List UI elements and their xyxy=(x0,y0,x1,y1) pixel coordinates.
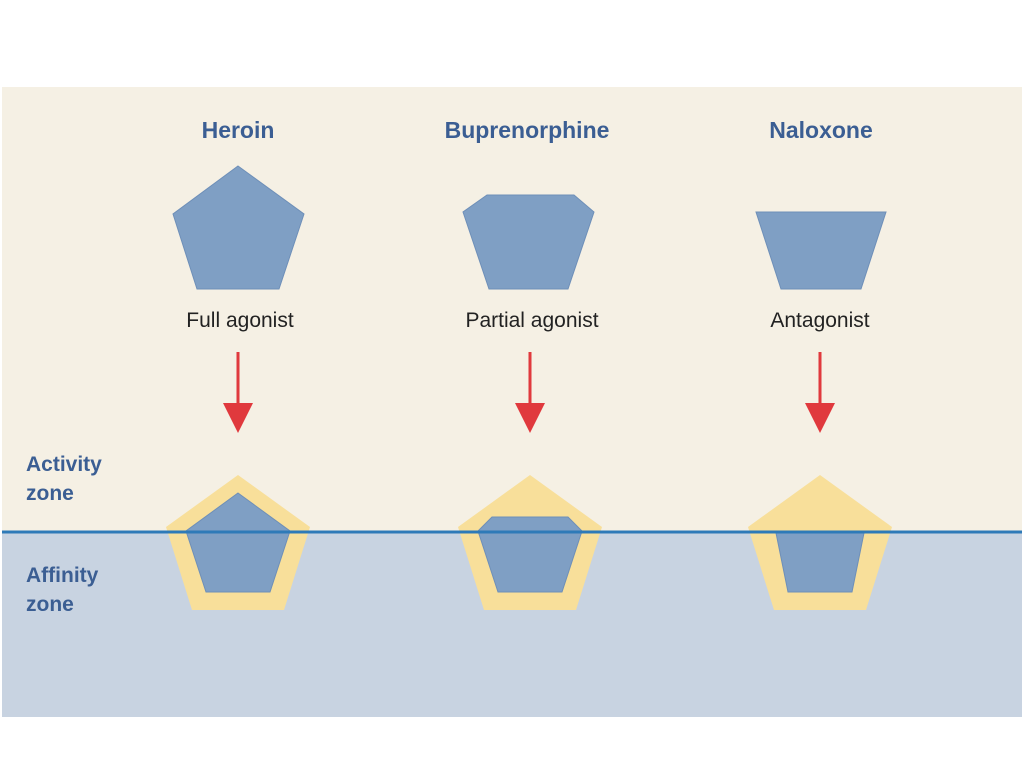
affinity-zone-label-line2: zone xyxy=(26,593,74,616)
activity-zone-label-line2: zone xyxy=(26,482,74,505)
role-label-full-agonist: Full agonist xyxy=(186,309,294,332)
activity-zone-panel xyxy=(2,87,1022,533)
role-label-antagonist: Antagonist xyxy=(770,309,869,332)
heroin-ligand-pentagon xyxy=(172,165,305,290)
buprenorphine-ligand-shape xyxy=(462,194,595,290)
activity-zone-label-line1: Activity xyxy=(26,453,102,476)
naloxone-ligand-trapezoid xyxy=(755,211,887,290)
heroin-bound-ligand xyxy=(185,492,291,593)
naloxone-bound-ligand xyxy=(775,532,865,593)
drug-name-buprenorphine: Buprenorphine xyxy=(445,117,610,143)
drug-name-heroin: Heroin xyxy=(202,117,275,143)
affinity-zone-label-line1: Affinity xyxy=(26,564,99,587)
role-label-partial-agonist: Partial agonist xyxy=(465,309,598,332)
drug-name-naloxone: Naloxone xyxy=(769,117,873,143)
